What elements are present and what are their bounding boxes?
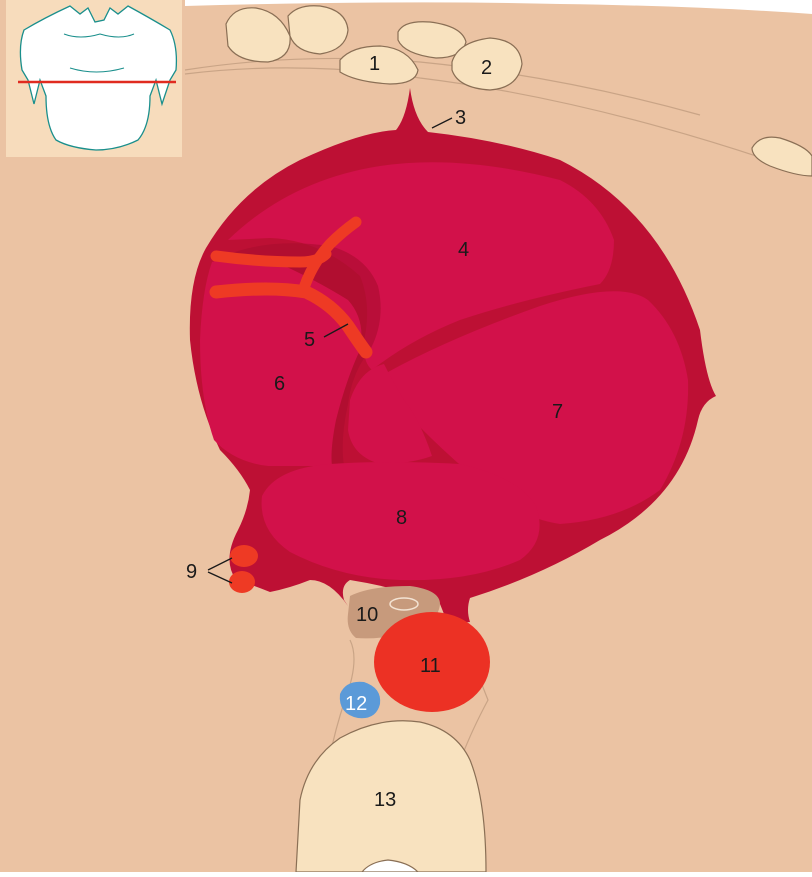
label-4: 4 [458,239,469,261]
torso-level-inset [6,0,182,157]
label-8: 8 [396,507,407,529]
label-10: 10 [356,604,378,626]
label-2: 2 [481,57,492,79]
pulmonary-vein-lower [229,571,255,593]
cartilage-top-mid [288,6,348,54]
label-9: 9 [186,561,197,583]
label-7: 7 [552,401,563,423]
label-12: 12 [345,693,367,715]
label-11: 11 [420,655,441,677]
pulmonary-vein-upper [230,545,258,567]
label-13: 13 [374,789,396,811]
label-5: 5 [304,329,315,351]
label-3: 3 [455,107,466,129]
label-1: 1 [369,53,380,75]
label-6: 6 [274,373,285,395]
